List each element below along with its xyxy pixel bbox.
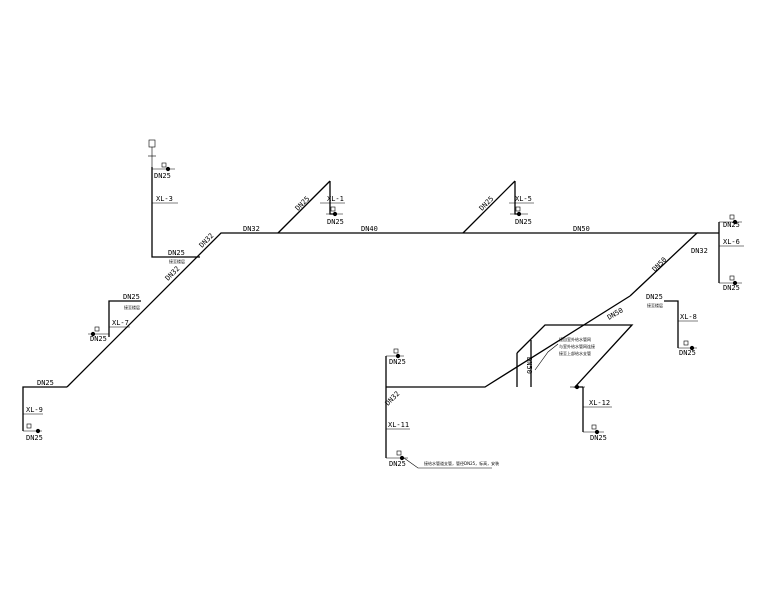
annotation-note: 接给水管道支管，管径DN25，标高，安装 bbox=[424, 460, 499, 466]
size-label: DN25 bbox=[723, 284, 740, 292]
size-label: DN25 bbox=[723, 221, 740, 229]
size-label: DN25 bbox=[168, 249, 185, 257]
fixture-icon bbox=[510, 206, 528, 217]
annotation-note: 与室外给水管网连接 bbox=[559, 343, 595, 349]
size-label: DN32 bbox=[164, 265, 182, 283]
riser-label-xl7: XL-7 bbox=[112, 319, 129, 327]
size-label: DN50 bbox=[525, 357, 533, 374]
fixture-icon bbox=[88, 326, 109, 337]
riser-label-xl5: XL-5 bbox=[515, 195, 532, 203]
size-label: DN25 bbox=[123, 293, 140, 301]
size-label: DN25 bbox=[590, 434, 607, 442]
size-label: DN25 bbox=[90, 335, 107, 343]
riser-label-xl3: XL-3 bbox=[156, 195, 173, 203]
riser-label-xl1: XL-1 bbox=[327, 195, 344, 203]
size-label: DN25 bbox=[389, 358, 406, 366]
fixture-icon bbox=[678, 340, 697, 351]
riser-label-xl9: XL-9 bbox=[26, 406, 43, 414]
size-label: DN25 bbox=[327, 218, 344, 226]
riser-xl9 bbox=[22, 386, 67, 431]
annotation-note: 接自室外给水管网 bbox=[559, 336, 591, 342]
fixture-icon bbox=[719, 275, 742, 286]
riser-label-xl6: XL-6 bbox=[723, 238, 740, 246]
size-label: DN40 bbox=[361, 225, 378, 233]
size-label: DN25 bbox=[646, 293, 663, 301]
size-label: DN32 bbox=[243, 225, 260, 233]
branch-xl5-riser bbox=[462, 180, 516, 234]
size-label: DN25 bbox=[26, 434, 43, 442]
leader-line bbox=[534, 343, 559, 371]
riser-xl3 bbox=[151, 167, 200, 258]
size-label: DN25 bbox=[294, 195, 312, 213]
riser-label-xl8: XL-8 bbox=[680, 313, 697, 321]
size-label: DN25 bbox=[37, 379, 54, 387]
fixture-icon bbox=[719, 214, 742, 225]
size-label: DN25 bbox=[154, 172, 171, 180]
valve-box bbox=[148, 139, 156, 148]
leader-line bbox=[403, 457, 492, 469]
fixture-icon bbox=[570, 384, 585, 390]
annotation-note: 接至上部给水支管 bbox=[559, 350, 591, 356]
main-pipe-upper bbox=[66, 232, 699, 388]
annotation-note: 接至楼层 bbox=[647, 302, 663, 308]
branch-xl1-riser bbox=[277, 180, 331, 234]
annotation-note: 接至楼层 bbox=[169, 258, 185, 264]
annotation-note: 接至楼层 bbox=[124, 304, 140, 310]
lower-main-pipe bbox=[386, 295, 631, 388]
riser-label-xl12: XL-12 bbox=[589, 399, 610, 407]
riser-xl7 bbox=[108, 300, 141, 337]
riser-label-xl11: XL-11 bbox=[388, 421, 409, 429]
size-label: DN32 bbox=[691, 247, 708, 255]
fixture-icon bbox=[152, 162, 175, 172]
riser-xl8 bbox=[664, 300, 679, 348]
fixture-icon bbox=[386, 348, 404, 359]
size-label: DN25 bbox=[515, 218, 532, 226]
size-label: DN50 bbox=[573, 225, 590, 233]
size-label: DN50 bbox=[651, 256, 669, 274]
fixture-icon bbox=[326, 206, 343, 217]
fixture-icon bbox=[583, 424, 604, 435]
size-label: DN25 bbox=[389, 460, 406, 468]
fixture-icon bbox=[23, 423, 42, 434]
size-label: DN25 bbox=[679, 349, 696, 357]
